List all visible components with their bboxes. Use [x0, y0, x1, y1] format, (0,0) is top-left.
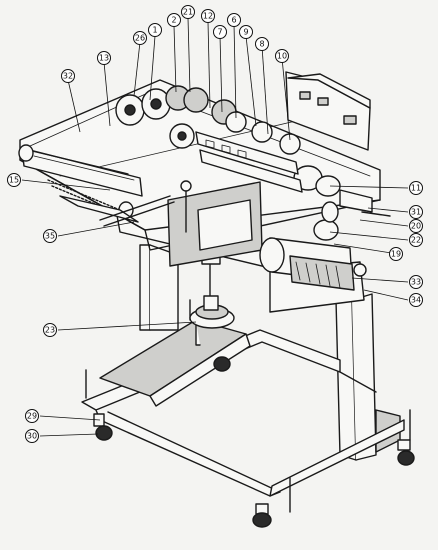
svg-text:12: 12: [203, 12, 213, 21]
svg-text:34: 34: [411, 296, 421, 305]
svg-text:2: 2: [171, 16, 176, 25]
svg-text:15: 15: [9, 176, 19, 185]
svg-text:29: 29: [27, 412, 37, 421]
svg-text:22: 22: [411, 236, 421, 245]
svg-text:13: 13: [99, 54, 109, 63]
callout-12: 12: [201, 9, 215, 23]
callout-15: 15: [7, 173, 21, 187]
svg-text:26: 26: [135, 34, 145, 43]
svg-text:23: 23: [45, 326, 55, 335]
callout-9: 9: [239, 25, 253, 39]
callout-11: 11: [409, 181, 423, 195]
callout-32: 32: [61, 69, 75, 83]
caster-middle: [213, 356, 231, 372]
callout-1: 1: [148, 23, 162, 37]
svg-text:30: 30: [27, 432, 37, 441]
svg-text:31: 31: [411, 208, 421, 217]
caster-front-right: [252, 503, 272, 528]
callout-8: 8: [255, 37, 269, 51]
callout-33: 33: [409, 275, 423, 289]
svg-text:1: 1: [152, 26, 157, 35]
svg-text:10: 10: [277, 52, 287, 61]
callout-20: 20: [409, 219, 423, 233]
callout-22: 22: [409, 233, 423, 247]
callout-10: 10: [275, 49, 289, 63]
svg-text:35: 35: [45, 232, 55, 241]
svg-text:19: 19: [391, 250, 401, 259]
callout-13: 13: [97, 51, 111, 65]
callout-34: 34: [409, 293, 423, 307]
callout-19: 19: [389, 247, 403, 261]
callout-30: 30: [25, 429, 39, 443]
svg-text:33: 33: [411, 278, 421, 287]
callout-7: 7: [213, 25, 227, 39]
callout-35: 35: [43, 229, 57, 243]
svg-text:9: 9: [243, 28, 248, 37]
svg-text:7: 7: [217, 28, 222, 37]
stand-frame: [81, 244, 415, 528]
callout-6: 6: [227, 13, 241, 27]
svg-text:20: 20: [411, 222, 421, 231]
caster-rear-right: [397, 439, 415, 466]
callout-31: 31: [409, 205, 423, 219]
svg-text:21: 21: [183, 8, 193, 17]
leader-lines: [21, 17, 409, 437]
gear-train: [115, 85, 391, 291]
callout-23: 23: [43, 323, 57, 337]
callout-21: 21: [181, 5, 195, 19]
svg-text:32: 32: [63, 72, 73, 81]
svg-text:11: 11: [411, 184, 421, 193]
svg-text:8: 8: [259, 40, 264, 49]
callout-29: 29: [25, 409, 39, 423]
callout-26: 26: [133, 31, 147, 45]
conveyor-belt: [18, 144, 175, 227]
svg-text:6: 6: [231, 16, 236, 25]
callout-2: 2: [167, 13, 181, 27]
